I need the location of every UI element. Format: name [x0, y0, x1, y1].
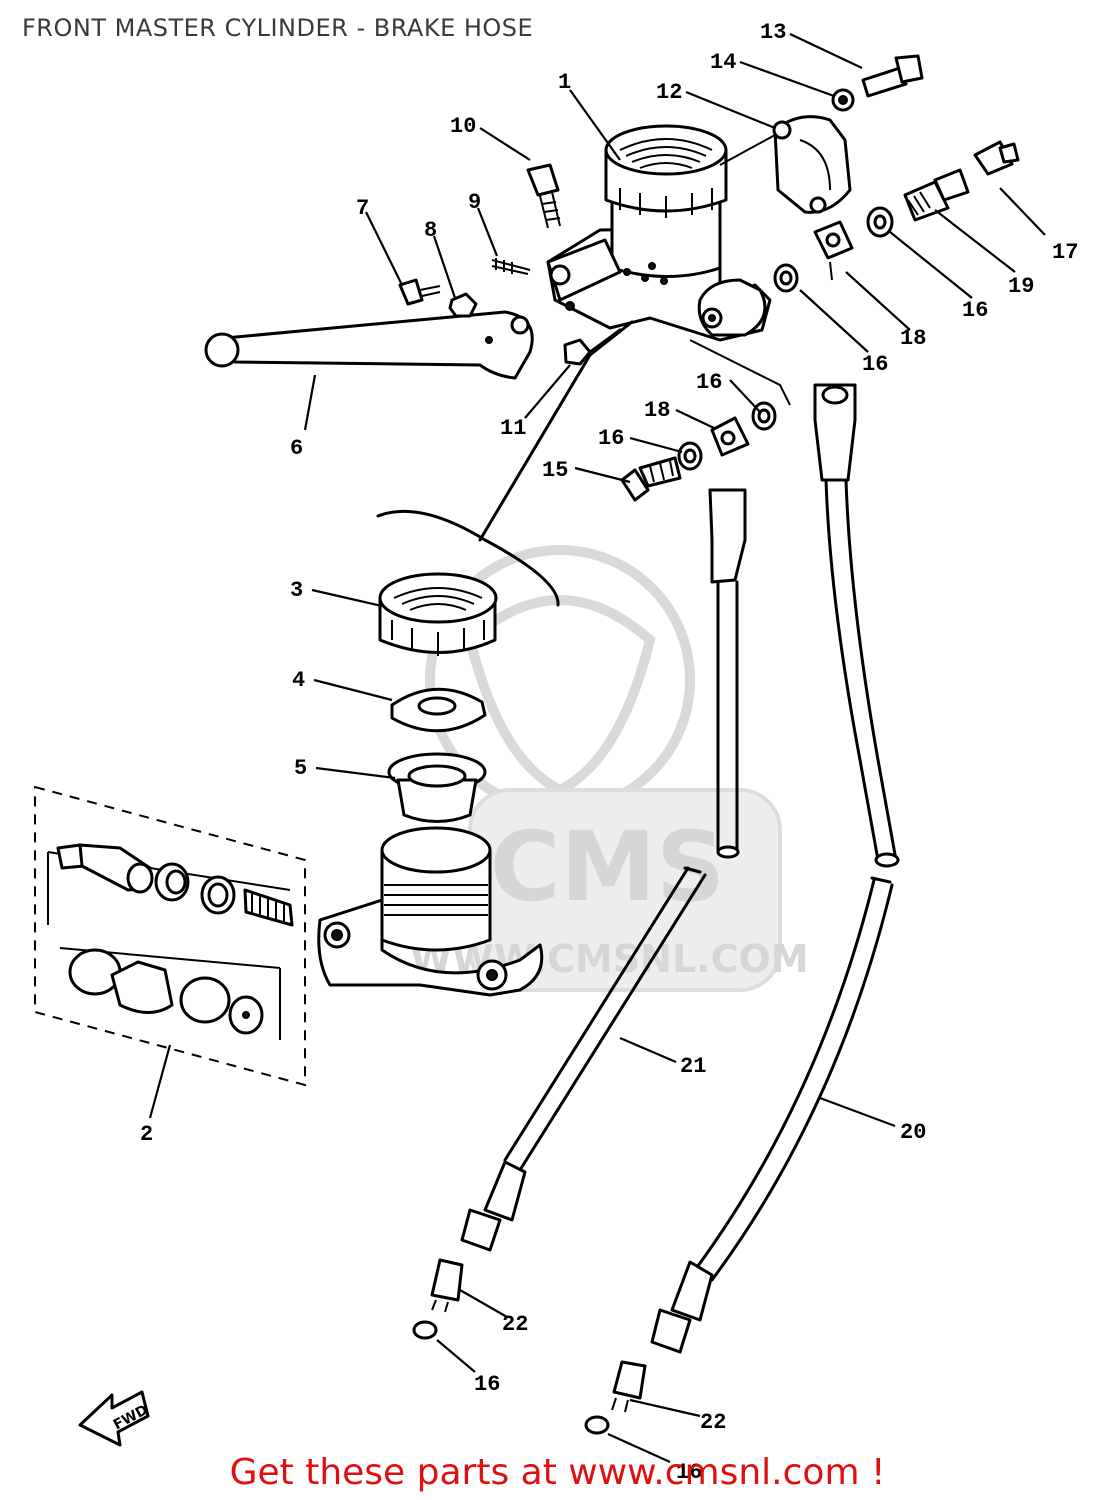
reservoir-cap-bracket	[376, 509, 560, 607]
assembly-leader-line	[478, 320, 634, 542]
footer-parts-link[interactable]: Get these parts at www.cmsnl.com !	[229, 1452, 886, 1493]
callout-12: 12	[656, 80, 682, 105]
handlebar-clamp-holder	[719, 54, 924, 214]
callout-19: 19	[1008, 274, 1034, 299]
callout-20: 20	[900, 1120, 926, 1145]
callout-6: 6	[290, 436, 303, 461]
callout-22-a: 22	[502, 1312, 528, 1337]
callout-10: 10	[450, 114, 476, 139]
callout-14: 14	[710, 50, 736, 75]
callout-leader-lines	[148, 33, 1046, 1464]
cylinder-body-exploded	[317, 826, 544, 997]
callout-3: 3	[290, 578, 303, 603]
callout-4: 4	[292, 668, 305, 693]
diaphragm-plate-4	[390, 687, 487, 733]
callout-16-c: 16	[962, 298, 988, 323]
watermark-logo: CMS	[490, 811, 725, 923]
callout-15: 15	[542, 458, 568, 483]
piston-kit-2	[34, 785, 306, 1087]
lever-pivot-hardware	[398, 163, 592, 366]
callout-18-a: 18	[900, 326, 926, 351]
brake-lever	[204, 310, 534, 380]
callout-17: 17	[1052, 240, 1078, 265]
callout-2: 2	[140, 1122, 153, 1147]
callout-labels: 1 2 3 4 5 6 7 8 9 10 11 12 13 14 15 16 1…	[140, 20, 1078, 1485]
page-title: FRONT MASTER CYLINDER - BRAKE HOSE	[22, 14, 534, 42]
callout-9: 9	[468, 190, 481, 215]
callout-16-d: 16	[862, 352, 888, 377]
callout-16-a: 16	[696, 370, 722, 395]
callout-5: 5	[294, 756, 307, 781]
brake-hose-20	[584, 383, 900, 1435]
callout-22-b: 22	[700, 1410, 726, 1435]
callout-7: 7	[356, 196, 369, 221]
callout-16-b: 16	[598, 426, 624, 451]
fwd-direction-marker: FWD	[78, 1390, 151, 1447]
callout-13: 13	[760, 20, 786, 45]
master-cylinder-assembly	[546, 124, 772, 342]
brake-hose-21	[412, 488, 747, 1340]
callout-21: 21	[680, 1054, 706, 1079]
reservoir-cap-3	[378, 572, 498, 656]
callout-16-f: 16	[676, 1460, 702, 1485]
callout-1: 1	[558, 70, 571, 95]
callout-11: 11	[500, 416, 526, 441]
callout-18-b: 18	[644, 398, 670, 423]
callout-8: 8	[424, 218, 437, 243]
diaphragm-5	[387, 752, 487, 823]
callout-16-e: 16	[474, 1372, 500, 1397]
upper-banjo-fittings	[773, 140, 1020, 293]
